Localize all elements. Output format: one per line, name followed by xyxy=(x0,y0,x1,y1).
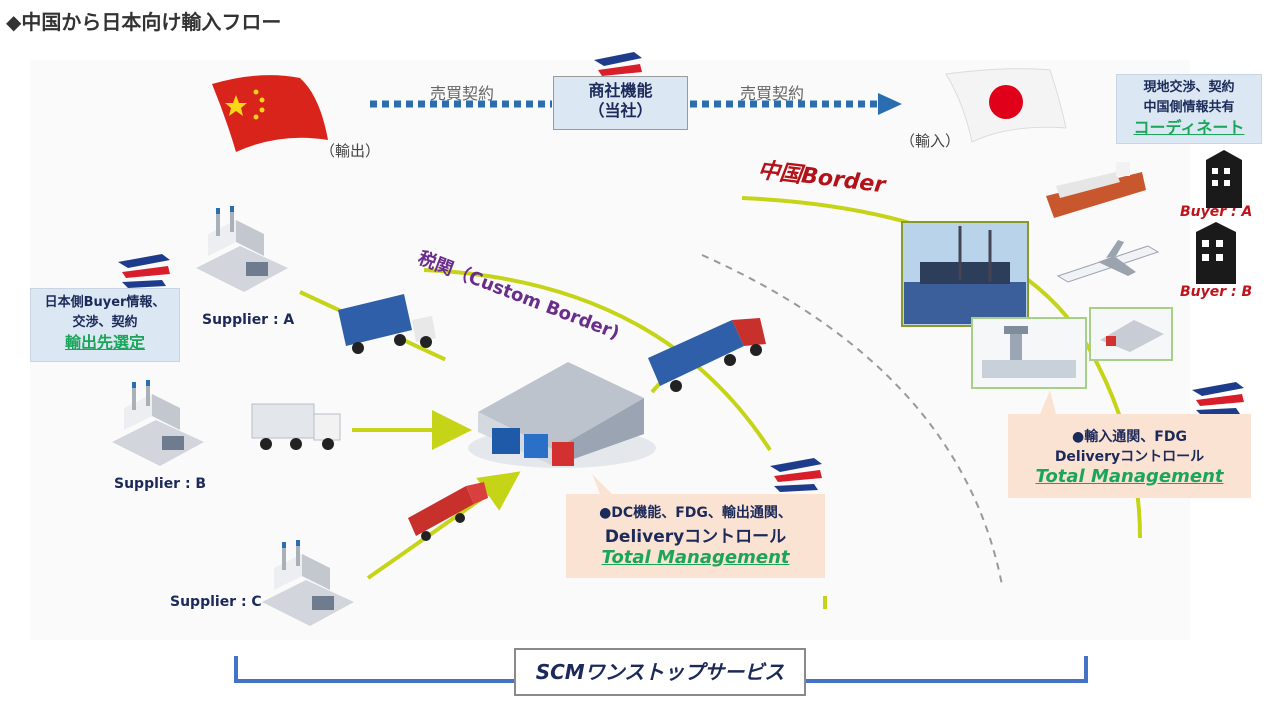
supplier-c-label: Supplier : C xyxy=(170,594,262,610)
coordinate-link: コーディネート xyxy=(1133,118,1245,137)
warehouse-icon xyxy=(1089,307,1173,361)
truck-icon xyxy=(408,482,488,541)
warehouse-icon xyxy=(468,362,656,468)
company-logo-icon xyxy=(118,254,170,288)
china-side-note: 現地交渉、契約 中国側情報共有 コーディネート xyxy=(1116,74,1262,144)
import-management-callout: ●輸入通関、FDG Deliveryコントロール Total Managemen… xyxy=(1008,414,1251,498)
export-selection-link: 輸出先選定 xyxy=(64,333,145,352)
contract-label-right: 売買契約 xyxy=(740,84,805,103)
contract-arrow-head xyxy=(878,93,902,115)
dashed-boundary-arc xyxy=(701,254,1003,586)
japan-import-label: （輸入） xyxy=(900,132,961,150)
japan-note-line-1: 日本側Buyer情報、 xyxy=(44,295,166,310)
container-ship-icon xyxy=(1046,162,1146,218)
contract-label-left: 売買契約 xyxy=(430,84,495,103)
airport-icon xyxy=(971,317,1087,389)
japan-side-note: 日本側Buyer情報、 交渉、契約 輸出先選定 xyxy=(30,288,180,362)
truck-icon xyxy=(251,403,341,450)
import-total-management: Total Management xyxy=(1035,466,1224,487)
china-note-line-1: 現地交渉、契約 xyxy=(1143,80,1235,95)
truck-icon xyxy=(648,318,766,392)
scm-bracket-left xyxy=(234,656,514,683)
trading-line-1: 商社機能 xyxy=(588,81,653,100)
trading-function-box: 商社機能 （当社） xyxy=(553,76,688,130)
truck-icon xyxy=(338,294,436,354)
import-callout-pointer xyxy=(1040,390,1056,414)
import-note-line-2: Deliveryコントロール xyxy=(1054,449,1205,465)
port-icon xyxy=(901,221,1029,327)
flow-supplier-a xyxy=(299,290,469,372)
japan-flag-icon xyxy=(945,68,1067,143)
buyer-a-label: Buyer : A xyxy=(1180,204,1253,220)
page-title: ◆中国から日本向け輸入フロー xyxy=(6,10,282,34)
dc-note-line-1: ●DC機能、FDG、輸出通関、 xyxy=(599,505,792,521)
china-export-label: （輸出） xyxy=(320,142,381,160)
trading-line-2: （当社） xyxy=(588,101,653,120)
company-logo-icon xyxy=(770,458,822,492)
dc-total-management: Total Management xyxy=(601,547,790,568)
dc-note-line-2: Deliveryコントロール xyxy=(604,527,787,547)
building-icon xyxy=(1196,222,1236,284)
dc-management-callout: ●DC機能、FDG、輸出通関、 Deliveryコントロール Total Man… xyxy=(566,494,825,578)
factory-icon xyxy=(262,540,354,626)
supplier-b-label: Supplier : B xyxy=(114,476,207,492)
airplane-icon xyxy=(1056,240,1160,283)
buyer-b-label: Buyer : B xyxy=(1180,284,1253,300)
supplier-a-label: Supplier : A xyxy=(202,312,295,328)
china-note-line-2: 中国側情報共有 xyxy=(1143,100,1235,115)
factory-icon xyxy=(196,206,288,292)
dc-callout-pointer xyxy=(592,474,612,494)
china-flag-icon xyxy=(212,75,328,152)
import-note-line-1: ●輸入通関、FDG xyxy=(1072,429,1187,445)
company-logo-icon xyxy=(1192,382,1244,416)
building-icon xyxy=(1206,150,1242,208)
factory-icon xyxy=(112,380,204,466)
flow-supplier-c xyxy=(366,471,521,580)
customs-border-arc xyxy=(423,268,772,452)
scm-bracket-right xyxy=(802,656,1088,683)
japan-note-line-2: 交渉、契約 xyxy=(72,315,138,330)
scm-one-stop-box: SCMワンストップサービス xyxy=(514,648,806,696)
